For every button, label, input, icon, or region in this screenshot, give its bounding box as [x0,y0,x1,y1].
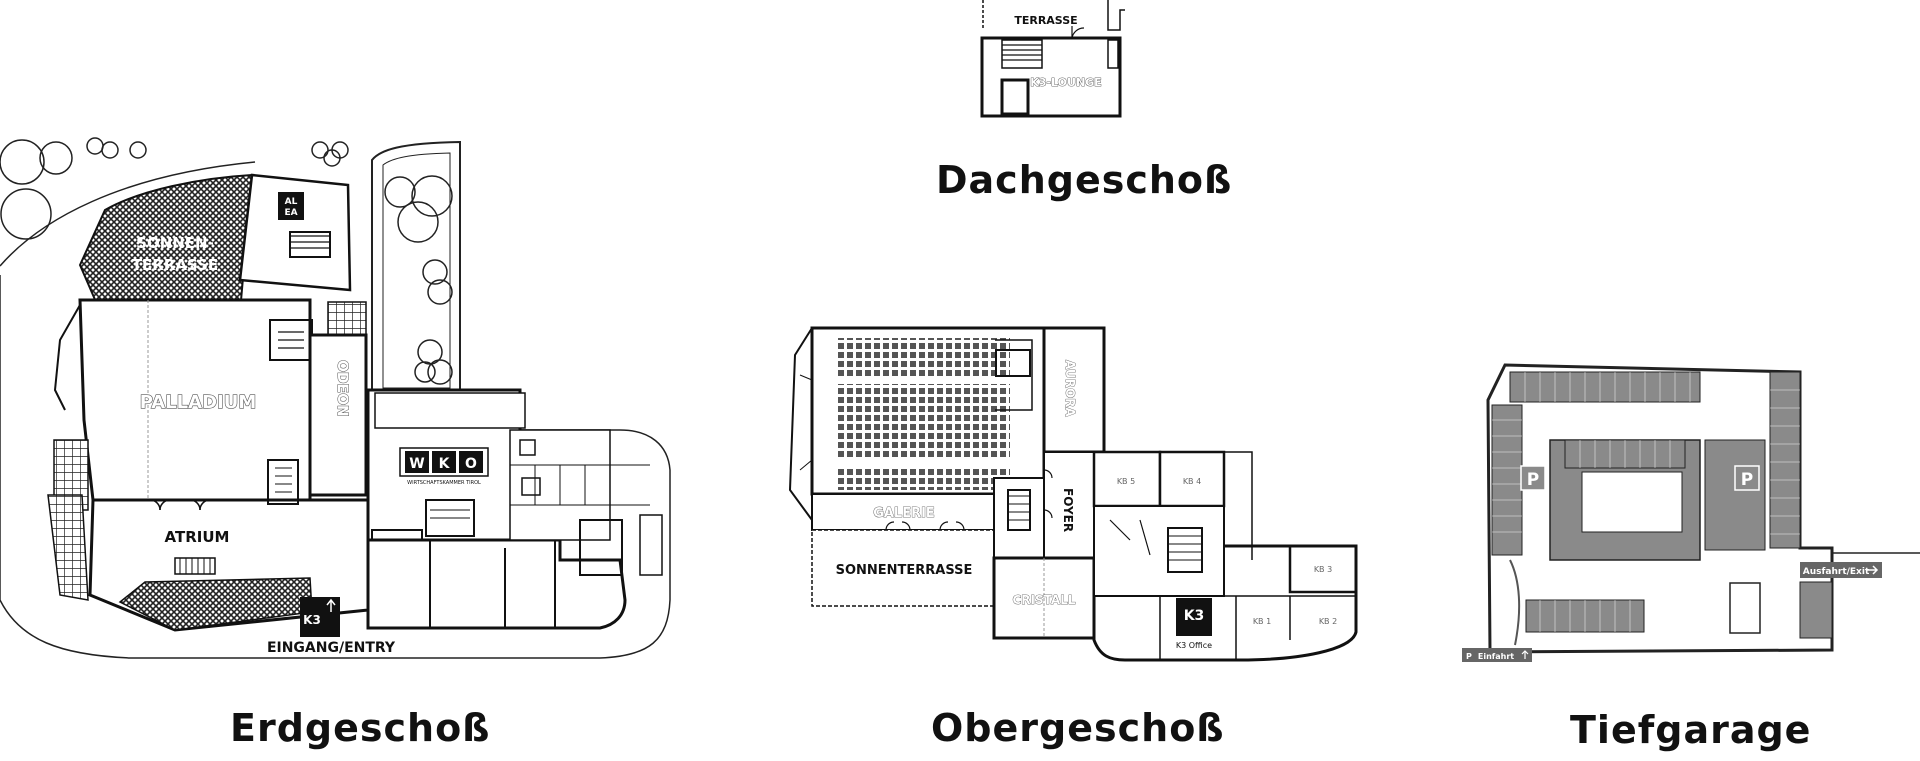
exit-label: Ausfahrt/Exit [1803,567,1870,577]
kb3-label: KB 3 [1314,565,1332,574]
alea-label-2: EA [284,208,297,218]
parking-symbol-left: P [1527,470,1539,490]
cristall-label: CRISTALL [1013,593,1076,607]
aurora-label: AURORA [1063,360,1077,417]
arrow-up-icon [326,598,336,612]
kb2-label: KB 2 [1319,617,1337,626]
roof-terrasse-label: TERRASSE [1014,14,1077,27]
plan-ground-floor: SONNEN- TERRASSE AL EA PALLADIUM ODEON A… [0,137,671,659]
k3-office-logo [1176,598,1212,636]
k3-office-label: K3 Office [1176,641,1212,650]
alea-logo [278,192,304,220]
wko-label-w: W [409,456,424,472]
parking-symbol-right: P [1741,470,1753,490]
entry-sign[interactable] [1462,648,1532,662]
atrium-label: ATRIUM [165,528,230,546]
arrow-up-icon [1521,650,1529,659]
garage-entry-label: Einfahrt [1478,652,1514,661]
kb1-label: KB 1 [1253,617,1271,626]
kb4-label: KB 4 [1183,477,1201,486]
kb5-label: KB 5 [1117,477,1135,486]
door-icon [149,499,211,511]
garage-entry-parking: P [1466,652,1472,661]
sonnenterrasse-label-2: TERRASSE [132,256,218,274]
alea-label-1: AL [285,197,298,207]
parking-icon [1520,465,1760,491]
plan-roof-floor: TERRASSE K3-LOUNGE [980,0,1125,118]
title-tiefgarage: Tiefgarage [1570,708,1812,752]
wko-label-o: O [465,456,477,472]
tree-icon [0,137,453,385]
odeon-label: ODEON [334,360,350,417]
k3-label-upper: K3 [1184,608,1205,624]
palladium-label: PALLADIUM [140,392,257,413]
plan-upper-floor: AURORA GALERIE SONNENTERRASSE FOYER CRIS… [788,326,1358,662]
upper-sonnenterrasse-label: SONNENTERRASSE [836,563,973,578]
title-obergeschoss: Obergeschoß [931,706,1225,750]
foyer-label: FOYER [1061,488,1075,532]
sonnenterrasse-label-1: SONNEN- [136,234,214,252]
door-icon [885,469,1053,531]
wko-label-k: K [439,456,451,472]
title-dachgeschoss: Dachgeschoß [936,158,1233,202]
wko-subtitle: WIRTSCHAFTSKAMMER TIROL [407,480,481,486]
galerie-label: GALERIE [873,506,935,521]
plan-garage: P P Ausfahrt/Exit P Einfahrt [1462,363,1920,662]
exit-sign[interactable] [1800,562,1882,578]
arrow-right-icon [1866,565,1879,575]
k3-label-ground: K3 [303,613,321,627]
entry-label: EINGANG/ENTRY [267,640,396,656]
title-erdgeschoss: Erdgeschoß [230,706,491,750]
lounge-label: K3-LOUNGE [1030,76,1101,89]
